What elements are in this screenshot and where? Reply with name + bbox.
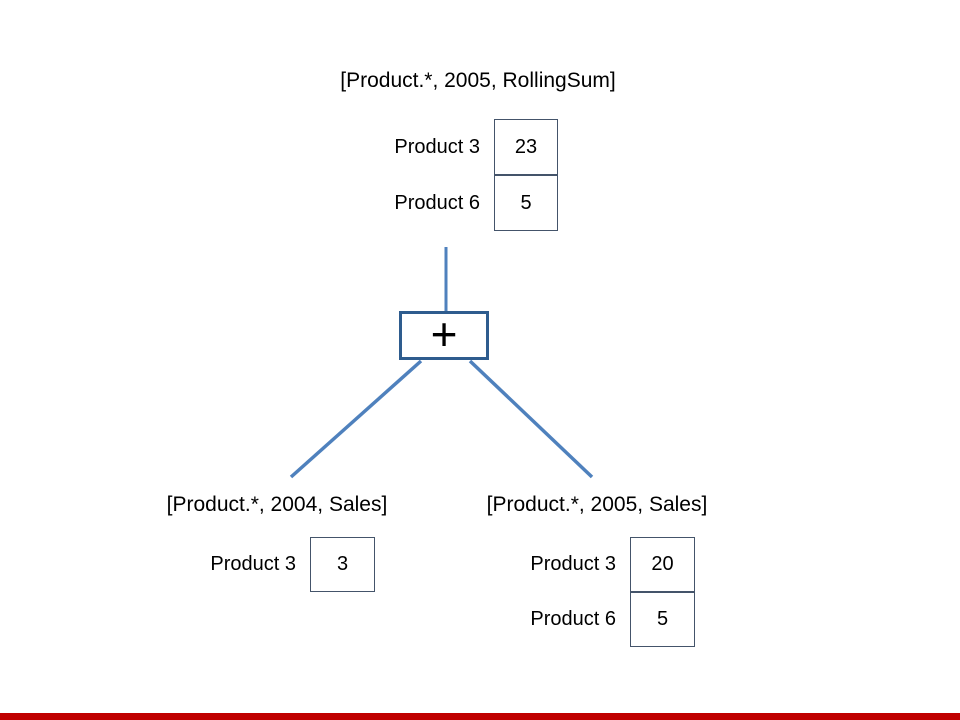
plus-operator-symbol: + [430, 307, 458, 360]
row-label: Product 3 [530, 553, 616, 575]
table-row: Product 6 5 [450, 592, 695, 647]
value-cell: 23 [494, 119, 558, 175]
table-row: Product 3 20 [450, 537, 695, 592]
result-table: Product 3 23 Product 6 5 [300, 119, 558, 231]
right-node-title: [Product.*, 2005, Sales] [486, 493, 708, 516]
value-cell: 5 [630, 592, 695, 647]
table-row: Product 3 23 [300, 119, 558, 175]
row-label: Product 3 [394, 135, 480, 158]
row-label: Product 3 [210, 553, 296, 575]
row-label: Product 6 [530, 608, 616, 630]
right-operand-table: Product 3 20 Product 6 5 [450, 537, 695, 647]
connector-operator-to-right [468, 359, 594, 479]
table-row: Product 3 3 [130, 537, 375, 592]
value-cell: 5 [494, 175, 558, 231]
connector-operator-to-left [289, 359, 423, 479]
plus-operator-box: + [399, 311, 489, 360]
row-label: Product 6 [394, 191, 480, 214]
value-cell: 20 [630, 537, 695, 592]
result-node-title: [Product.*, 2005, RollingSum] [340, 69, 616, 92]
left-node-title: [Product.*, 2004, Sales] [166, 493, 388, 516]
left-operand-table: Product 3 3 [130, 537, 375, 592]
value-cell: 3 [310, 537, 375, 592]
slide-footer-accent-bar [0, 713, 960, 720]
table-row: Product 6 5 [300, 175, 558, 231]
